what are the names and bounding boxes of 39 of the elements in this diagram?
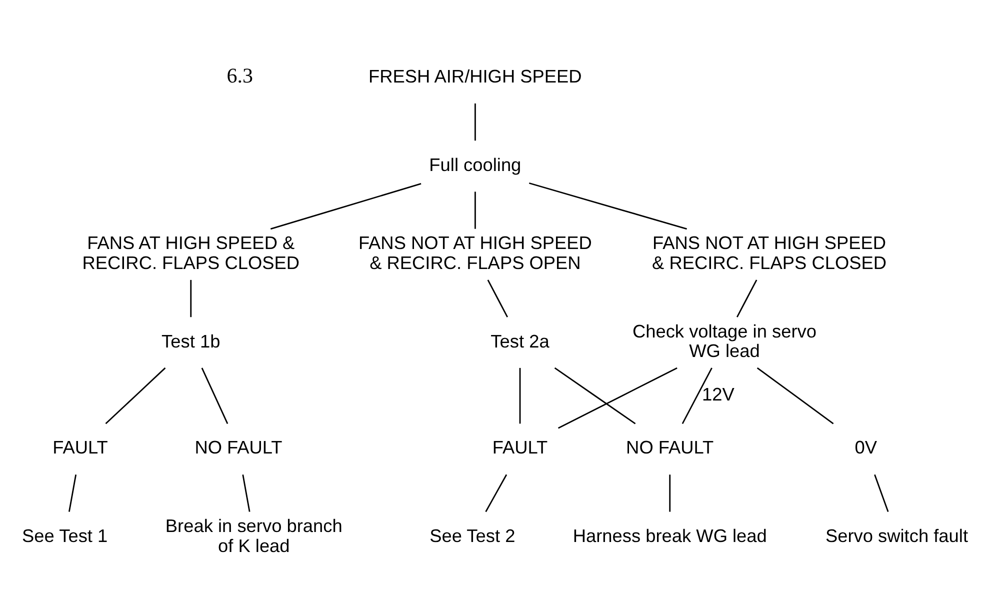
connector (554, 366, 636, 424)
connector (201, 367, 228, 424)
node-text: 0V (854, 437, 878, 458)
node-text: Servo switch fault (825, 525, 968, 546)
node-text: FANS NOT AT HIGH SPEED & RECIRC. FLAPS OPEN (358, 232, 592, 272)
connector (105, 366, 166, 424)
node-text: FANS AT HIGH SPEED & RECIRC. FLAPS CLOSED (82, 232, 300, 272)
node-text: NO FAULT (194, 437, 282, 458)
connector (485, 474, 508, 512)
node-text: Break in servo branch of K lead (165, 516, 342, 556)
connector (528, 182, 687, 230)
node-text: Test 2a (490, 330, 550, 351)
node-text: FANS NOT AT HIGH SPEED & RECIRC. FLAPS CLOSED (652, 232, 887, 272)
connector (756, 366, 834, 424)
node-text: FAULT (52, 437, 108, 458)
node-text: Test 1b (162, 330, 220, 351)
node-text: NO FAULT (626, 437, 714, 458)
node-text: See Test 1 (22, 525, 108, 546)
connector (487, 279, 508, 317)
connector (474, 102, 476, 140)
connector (682, 367, 712, 424)
connector (242, 474, 250, 512)
node-text: Check voltage in servo WG lead (632, 320, 816, 361)
connector (474, 191, 476, 228)
connector (519, 367, 521, 424)
connector (68, 474, 77, 512)
node-text: Full cooling (429, 154, 522, 174)
connector (190, 279, 192, 317)
connector (669, 474, 671, 512)
label: 6.3 (226, 63, 254, 88)
edge-label: 12V (702, 384, 734, 404)
connector (874, 474, 889, 512)
connector (736, 279, 758, 317)
node-text: Harness break WG lead (572, 525, 767, 546)
connector (270, 182, 422, 230)
node-text: FAULT (492, 437, 548, 458)
connector (558, 366, 678, 428)
node-text: FRESH AIR/HIGH SPEED (368, 66, 582, 86)
node-text: See Test 2 (430, 525, 516, 546)
